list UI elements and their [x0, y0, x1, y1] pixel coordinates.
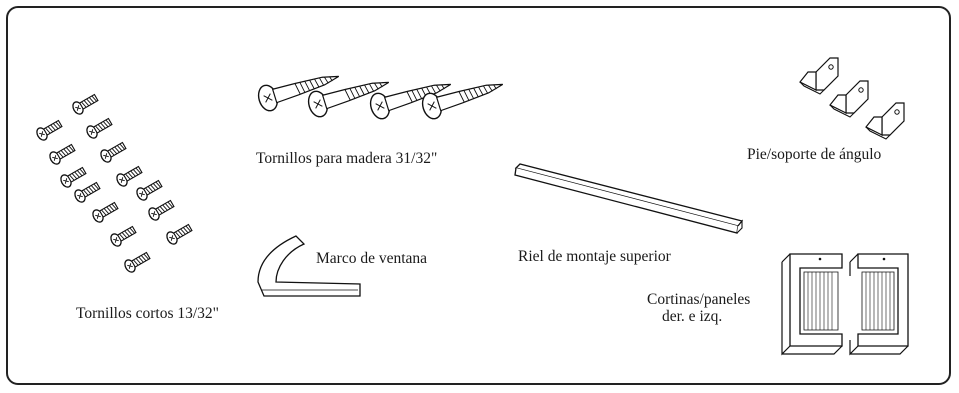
- window-frame-seal-icon: [257, 235, 361, 297]
- angle-bracket-label: Pie/soporte de ángulo: [747, 146, 882, 163]
- short-screw-icon: [34, 91, 195, 275]
- window-frame-label: Marco de ventana: [316, 250, 428, 267]
- top-mounting-rail-icon: [514, 163, 744, 234]
- curtain-panels-label-line1: Cortinas/paneles: [647, 291, 751, 308]
- top-rail-label: Riel de montaje superior: [518, 248, 671, 265]
- curtain-panel-icon: [781, 253, 909, 356]
- parts-diagram-frame: [6, 6, 951, 385]
- curtain-panels-label-line2: der. e izq.: [662, 308, 723, 325]
- angle-bracket-icon: [799, 57, 905, 140]
- wood-screw-icon: [254, 63, 508, 122]
- short-screws-label: Tornillos cortos 13/32": [76, 305, 220, 322]
- wood-screws-label: Tornillos para madera 31/32": [256, 150, 438, 167]
